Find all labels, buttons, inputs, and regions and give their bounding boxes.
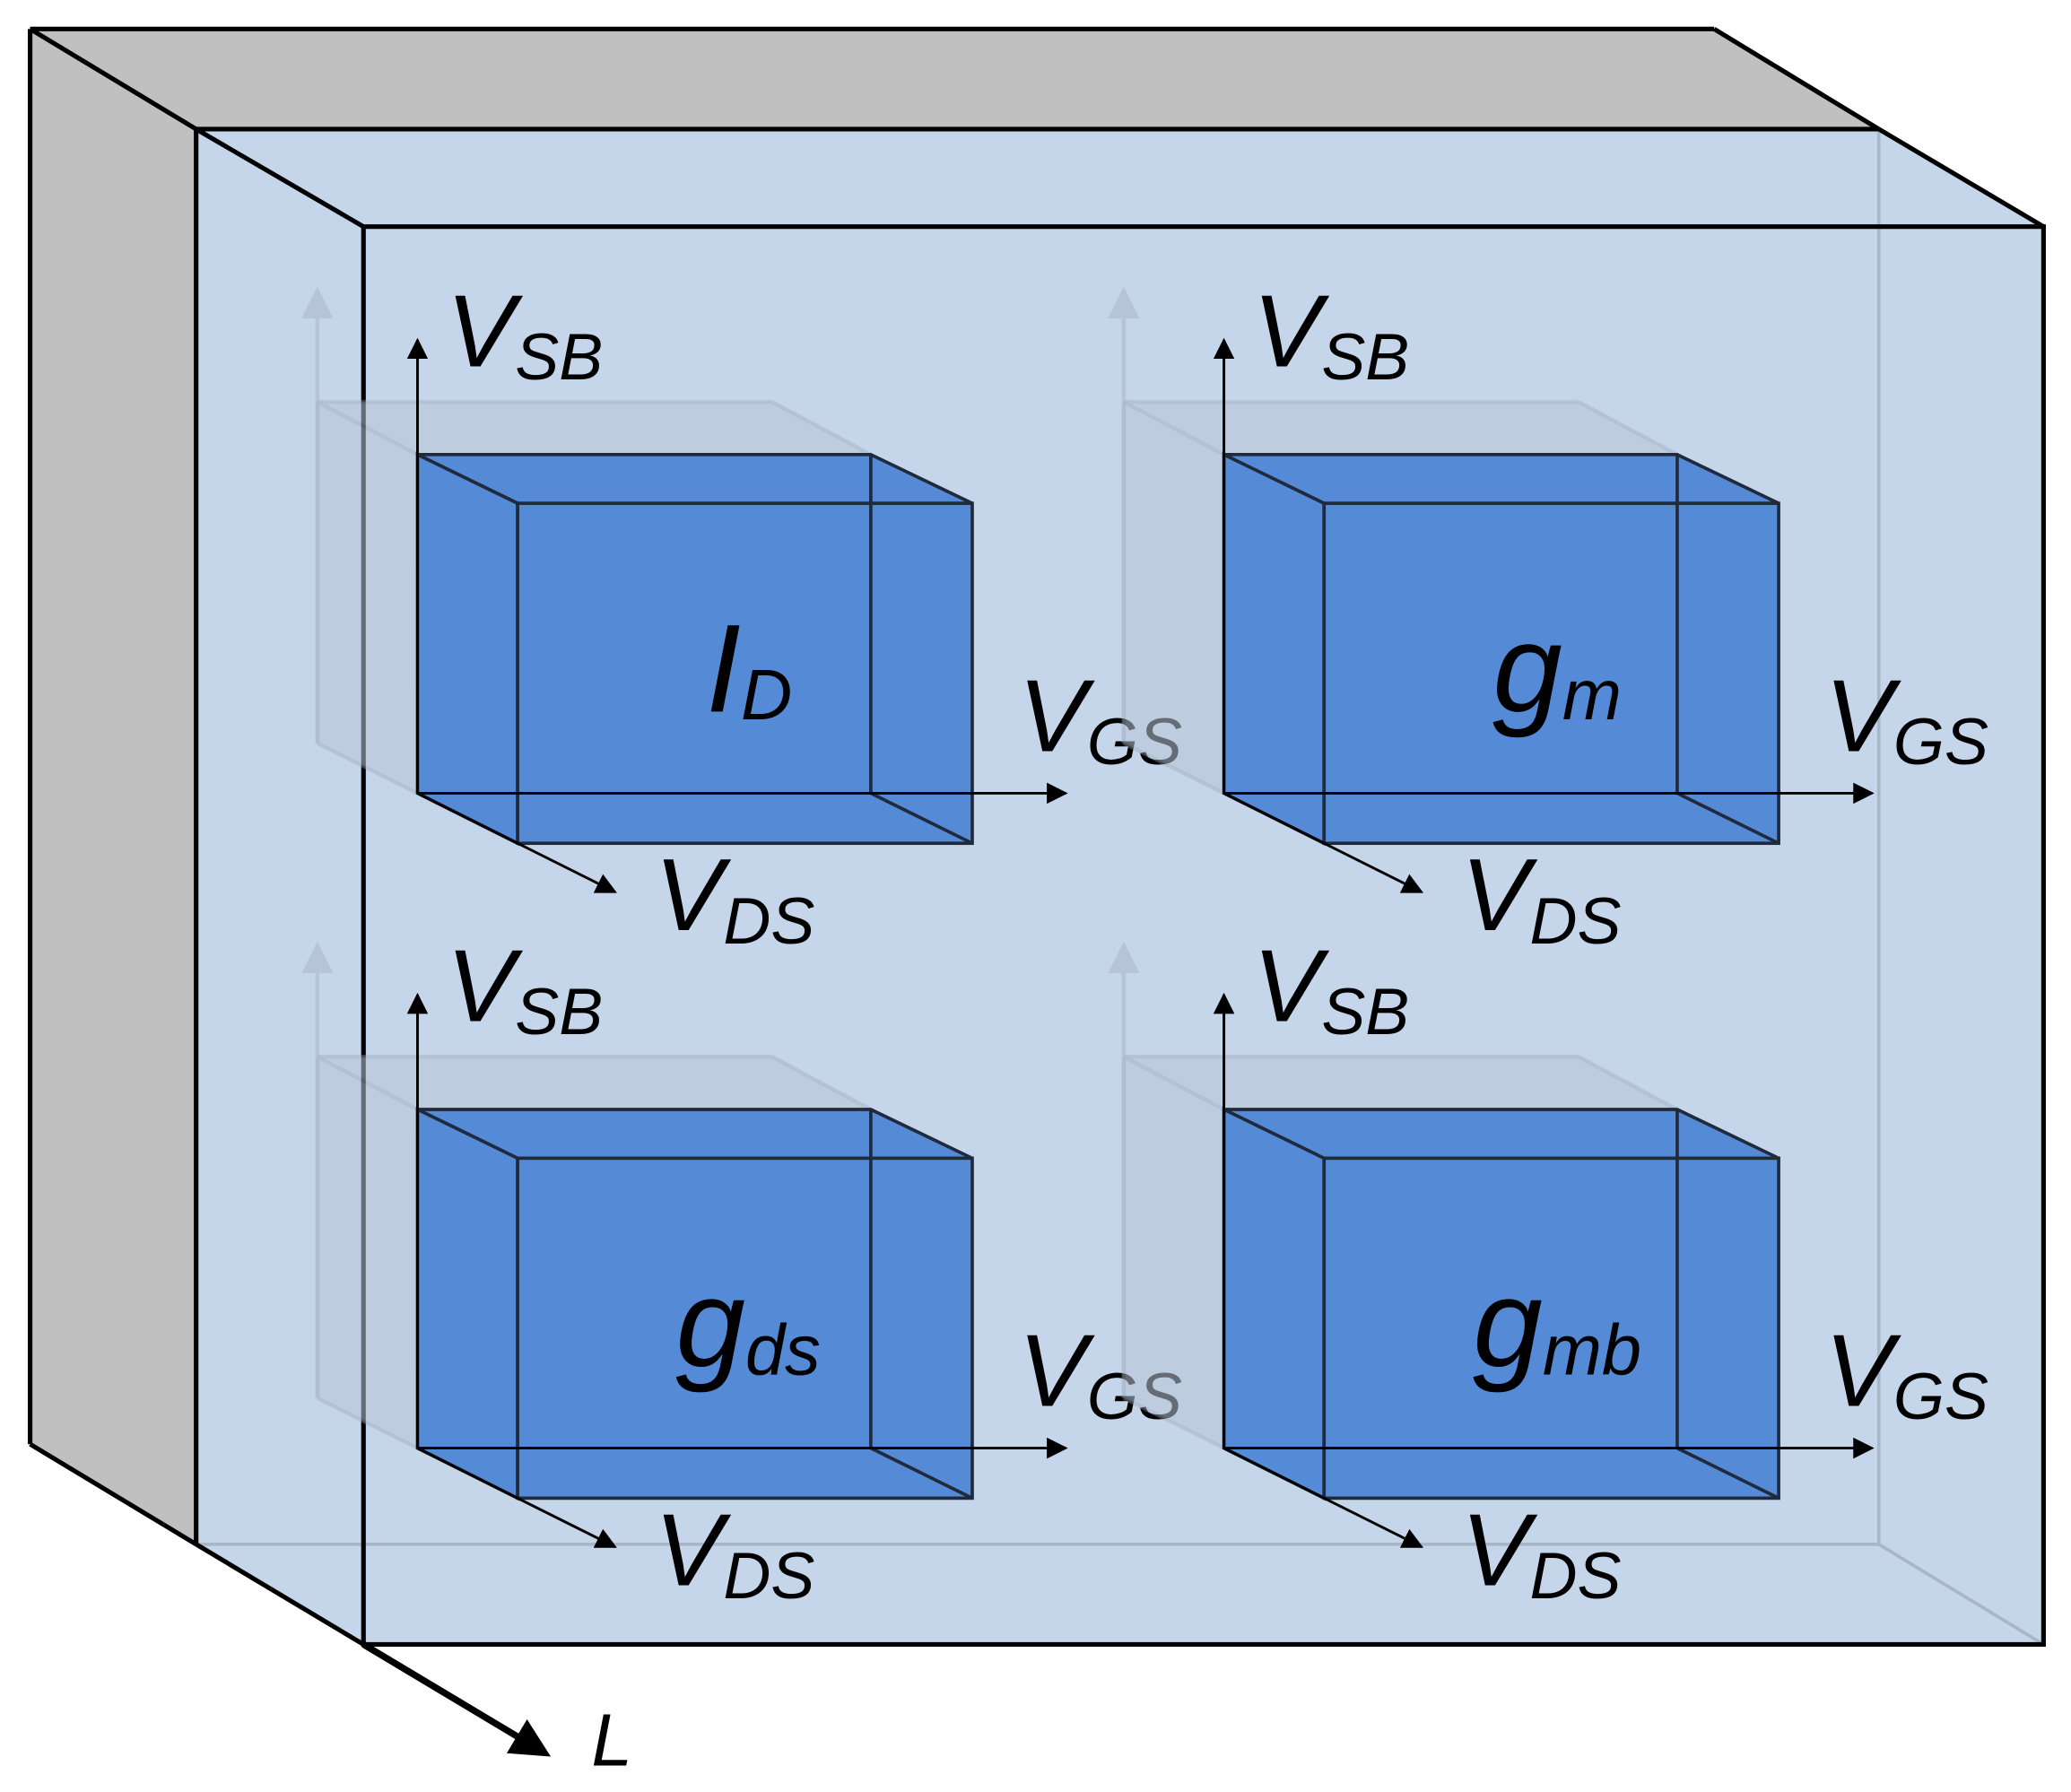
vds-label-sub: DS — [723, 1539, 814, 1613]
l-axis: L — [361, 1641, 632, 1782]
cube-side-face — [415, 451, 519, 847]
vds-label-sub: DS — [1529, 884, 1621, 958]
vsb-label-sub: SB — [515, 975, 603, 1048]
cube-back-edge — [870, 1446, 973, 1501]
cube-side-face — [415, 1107, 519, 1501]
vsb-label-sub: SB — [1321, 320, 1409, 394]
vds-axis — [1223, 1447, 1424, 1549]
cube-back-edge — [870, 791, 973, 845]
cube-front-face — [1322, 501, 1780, 846]
cube-back-edge — [1676, 791, 1779, 845]
cube-back-edge — [1676, 1446, 1779, 1501]
cube-front-face — [1322, 1156, 1780, 1501]
ghost-copy — [1108, 941, 1678, 1450]
cube-symbol-sub-gmb: mb — [1543, 1309, 1641, 1389]
vsb-label-sub: SB — [1321, 975, 1409, 1048]
l-axis-label: L — [591, 1701, 632, 1782]
ghost-copy — [301, 941, 872, 1450]
outer-outline — [27, 26, 2046, 1648]
vds-label-sub: DS — [1529, 1539, 1621, 1613]
cube-panel-id: VSBVGSVDSID — [301, 274, 1182, 958]
cube-front-face — [516, 501, 974, 846]
vgs-label-sub: GS — [1893, 705, 1988, 779]
vsb-label-sub: SB — [515, 320, 603, 394]
vds-axis — [1223, 792, 1424, 893]
vds-axis — [416, 792, 617, 893]
vds-label-sub: DS — [723, 884, 814, 958]
vgs-label-sub: GS — [1893, 1360, 1988, 1433]
ghost-copy — [1108, 286, 1678, 796]
cube-front-face — [516, 1156, 974, 1501]
cube-side-face — [1222, 451, 1327, 847]
cube-panel-gds: VSBVGSVDSgds — [301, 929, 1182, 1613]
cube-grid: VSBVGSVDSIDVSBVGSVDSgmVSBVGSVDSgdsVSBVGS… — [301, 274, 1988, 1613]
ghost-copy — [301, 286, 872, 796]
cube-side-face — [1222, 1107, 1327, 1501]
back-slab — [30, 29, 1879, 1544]
cube-symbol-sub-gm: m — [1562, 655, 1622, 735]
cube-symbol-sub-gds: ds — [745, 1309, 821, 1389]
vsb-label: VSB — [1253, 929, 1409, 1049]
vds-axis — [416, 1447, 617, 1549]
cube-symbol-sub-id: D — [741, 655, 792, 735]
